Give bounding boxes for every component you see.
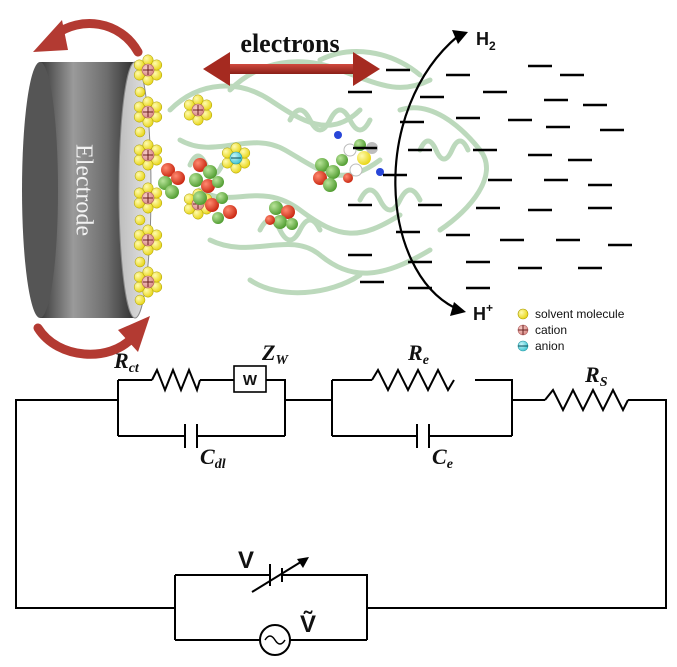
bulk-solvent-dashes	[348, 64, 632, 290]
legend-item-cation: cation	[517, 323, 567, 337]
anion-cluster	[221, 142, 251, 174]
molecule-2	[189, 158, 224, 193]
electrons-arrow	[203, 52, 380, 86]
wire-right	[367, 399, 667, 609]
solvated-cation-3	[133, 139, 163, 171]
dc-source	[269, 564, 283, 586]
solvent-molecule	[134, 214, 146, 226]
legend-item-solvent: solvent molecule	[517, 307, 625, 321]
anion-minus-icon	[517, 340, 529, 352]
equivalent-circuit	[15, 365, 667, 656]
block1-wires	[117, 379, 332, 437]
variable-arrowhead	[297, 557, 309, 568]
bottom-curved-arrow	[33, 316, 150, 359]
solvated-cation-5	[133, 224, 163, 256]
warburg-box	[233, 365, 267, 393]
molecule-4	[265, 201, 298, 230]
solvated-cation-6	[133, 266, 163, 298]
solvent-molecule	[134, 86, 146, 98]
re-label: Re	[407, 340, 429, 368]
circuit-labels: Rct ZW Cdl Re Ce RS	[113, 340, 608, 472]
variable-arrow	[251, 559, 305, 593]
molecule-3	[193, 191, 237, 224]
solvent-molecule	[134, 126, 146, 138]
legend-label-cation: cation	[535, 323, 567, 337]
legend-item-anion: anion	[517, 339, 564, 353]
h2-label: H2	[476, 29, 496, 53]
solvent-molecule	[134, 170, 146, 182]
rct-resistor	[151, 367, 201, 394]
block2-wires	[331, 379, 545, 437]
cdl-label: Cdl	[200, 444, 226, 472]
solvent-cluster	[183, 94, 213, 126]
dc-voltage-label: V	[238, 547, 254, 574]
ce-capacitor	[416, 424, 430, 448]
ac-wave	[264, 635, 286, 645]
rct-label: Rct	[113, 348, 140, 376]
electrons-label: electrons	[240, 29, 339, 58]
wire-left	[15, 399, 175, 609]
legend-label-anion: anion	[535, 339, 564, 353]
cation-plus-icon	[517, 324, 529, 336]
legend-label-solvent: solvent molecule	[535, 307, 625, 321]
solvent-layer	[133, 54, 213, 306]
warburg-box-label: W	[243, 372, 258, 389]
molecule-1	[158, 163, 185, 199]
rs-resistor	[544, 387, 629, 413]
electrode-label: Electrode	[70, 144, 96, 236]
re-resistor	[371, 367, 455, 393]
ac-voltage-label: Ṽ	[300, 610, 316, 638]
solvated-cation-2	[133, 96, 163, 128]
source-wires	[174, 574, 368, 641]
hplus-label: H+	[473, 301, 493, 324]
solvated-cation-1	[133, 54, 163, 86]
reaction-arrow	[394, 30, 468, 316]
ce-label: Ce	[432, 444, 453, 472]
zw-label: ZW	[261, 340, 289, 368]
solvent-molecule	[134, 256, 146, 268]
active-site-cluster	[313, 131, 384, 192]
yellow-circle-icon	[517, 308, 529, 320]
electrode: Electrode	[22, 61, 152, 319]
cdl-capacitor	[184, 424, 198, 448]
molecule-clusters	[158, 131, 384, 230]
solvated-anion	[221, 142, 251, 174]
solvated-cation-4	[133, 182, 163, 214]
ac-source-icon	[259, 624, 291, 656]
solvent-molecule	[134, 294, 146, 306]
top-curved-arrow	[33, 19, 143, 57]
rs-label: RS	[584, 362, 608, 390]
legend: solvent molecule cation anion	[517, 307, 625, 353]
